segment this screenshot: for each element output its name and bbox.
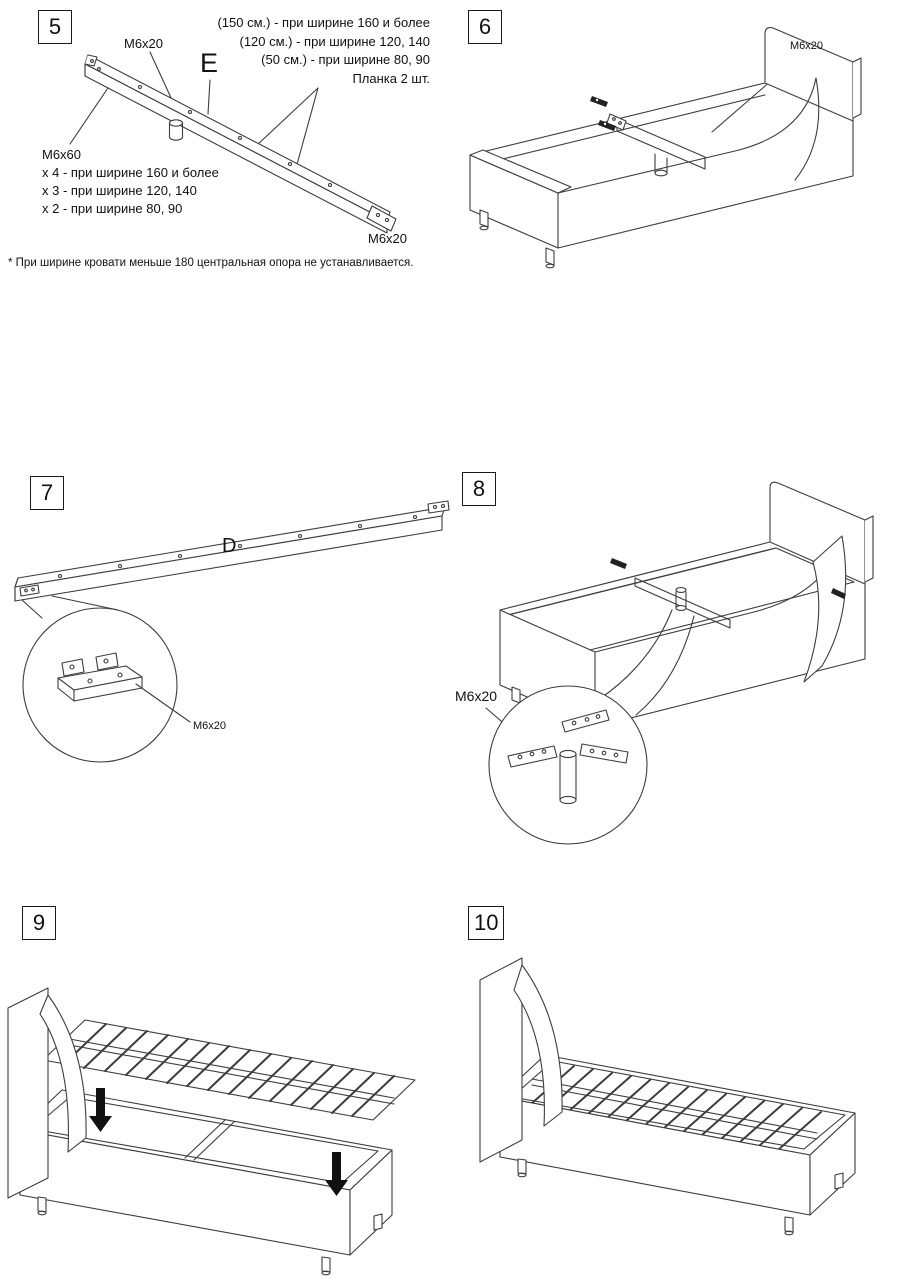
step-7-drawing <box>14 500 450 763</box>
callout-line-1 <box>21 599 43 619</box>
near-rail <box>557 77 854 249</box>
footnote: * При ширине кровати меньше 180 централь… <box>8 257 414 269</box>
plank-e <box>84 54 391 234</box>
leader-m6x60 <box>69 81 113 145</box>
foot-panel <box>469 149 572 249</box>
width-note-3: (50 см.) - при ширине 80, 90 <box>261 52 430 67</box>
bed-frame <box>499 1054 856 1236</box>
callout-line-2 <box>635 615 695 716</box>
m6x20-bottom-label: M6x20 <box>368 231 408 246</box>
step-10-panel: 10 <box>450 900 900 1280</box>
step-7-number-box: 7 <box>30 476 64 510</box>
center-foot <box>168 119 184 141</box>
headboard <box>764 27 862 122</box>
step-7-panel: 7 <box>0 460 460 880</box>
leader-m6x20 <box>135 683 191 723</box>
width-note-1: (150 см.) - при ширине 160 и более <box>217 15 430 30</box>
step-8-number: 8 <box>472 476 486 501</box>
step-10-number: 10 <box>474 910 499 935</box>
step-9-number: 9 <box>32 910 46 935</box>
leader-part-e <box>207 79 211 115</box>
side-wing <box>803 535 847 683</box>
step-6-number: 6 <box>478 14 492 39</box>
step-7-number: 7 <box>40 480 54 505</box>
plank-qty-note: Планка 2 шт. <box>352 70 430 86</box>
m6x20-label: M6x20 <box>790 40 824 52</box>
down-arrow-left <box>89 1088 112 1132</box>
m6x20-label: M6x20 <box>193 720 227 732</box>
step-5-drawing <box>69 51 397 234</box>
zoom-circle <box>22 607 178 763</box>
center-rail <box>531 1078 818 1140</box>
leader-m6x20-top <box>149 51 173 101</box>
side-wing <box>513 964 563 1127</box>
headboard <box>769 481 874 683</box>
step-5-panel: 5 <box>0 0 450 290</box>
step-9-drawing <box>7 987 416 1276</box>
center-divider <box>634 577 731 629</box>
callout-line-2 <box>51 595 119 611</box>
leader-width-note-1 <box>255 87 319 147</box>
headboard <box>7 987 87 1199</box>
step-5-number: 5 <box>48 14 62 39</box>
down-arrow-right <box>325 1152 348 1196</box>
m6x60-note-2: x 3 - при ширине 120, 140 <box>42 183 197 198</box>
callout-line-1 <box>597 609 673 701</box>
width-notes: (150 см.) - при ширине 160 и более (120 … <box>140 14 430 88</box>
center-leg-glyph <box>675 587 687 611</box>
slat-base <box>42 1019 416 1121</box>
step-8-number-box: 8 <box>462 472 496 506</box>
center-beam <box>606 113 706 177</box>
m6x60-note-1: x 4 - при ширине 160 и более <box>42 165 219 180</box>
step-9-panel: 9 <box>0 900 460 1280</box>
m6x60-notes: M6x60 x 4 - при ширине 160 и более x 3 -… <box>42 146 219 218</box>
step-10-drawing <box>479 957 856 1236</box>
step-6-drawing <box>469 27 862 269</box>
headboard <box>479 957 563 1163</box>
part-e-label: E <box>200 48 219 78</box>
width-note-2: (120 см.) - при ширине 120, 140 <box>239 33 430 49</box>
center-divider <box>184 1119 235 1161</box>
step-9-number-box: 9 <box>22 906 56 940</box>
step-5-number-box: 5 <box>38 10 72 44</box>
side-wing <box>39 994 87 1153</box>
slats <box>530 1065 822 1151</box>
m6x20-label: M6x20 <box>455 688 498 704</box>
step-6-panel: 6 <box>450 0 900 330</box>
part-d-label: D <box>222 535 237 557</box>
step-8-drawing <box>485 481 874 845</box>
m6x20-top-label: M6x20 <box>124 36 164 51</box>
zoom-circle <box>488 685 648 845</box>
step-10-number-box: 10 <box>468 906 505 940</box>
center-rail <box>63 1037 395 1105</box>
legs <box>479 209 555 269</box>
end-bracket <box>366 205 397 232</box>
step-6-number-box: 6 <box>468 10 502 44</box>
m6x60-note-3: x 2 - при ширине 80, 90 <box>42 201 183 216</box>
bracket-hardware <box>610 558 846 599</box>
m6x60-label: M6x60 <box>42 147 82 162</box>
down-arrows <box>89 1088 348 1196</box>
step-8-panel: 8 <box>450 460 900 880</box>
leader-width-note-2 <box>295 87 319 169</box>
bracket-hardware <box>590 96 616 131</box>
plank-d <box>14 500 450 602</box>
